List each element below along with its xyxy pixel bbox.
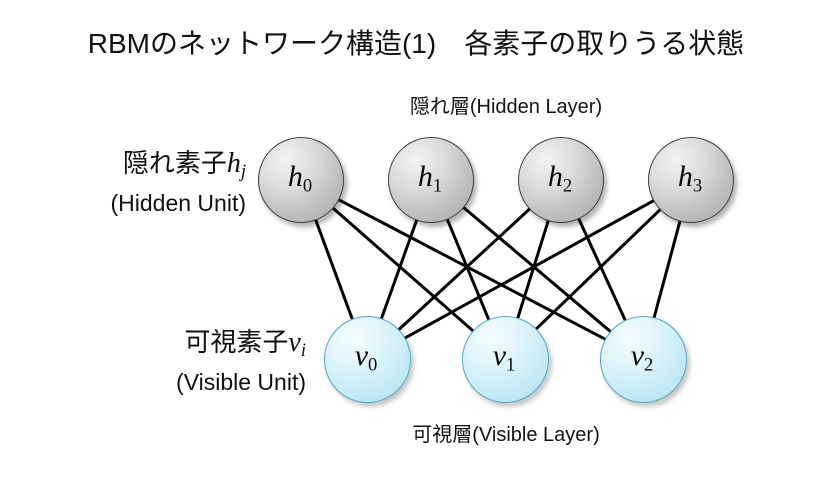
edge-h3-v0 [403, 199, 655, 340]
visible-node-subscript-v2: 2 [644, 354, 654, 376]
edge-h2-v1 [516, 219, 550, 319]
edge-h0-v1 [331, 206, 474, 332]
hidden-node-subscript-h1: 1 [432, 175, 443, 197]
hidden-node-h2[interactable]: h2 [518, 137, 604, 223]
hidden-node-h0[interactable]: h0 [258, 137, 344, 223]
visible-unit-label-jp: 可視素子vi [16, 325, 306, 367]
hidden-node-symbol-h2: h [547, 160, 563, 194]
visible-node-subscript-v1: 1 [506, 354, 516, 376]
hidden-node-label-h2: h2 [548, 160, 572, 198]
visible-unit-label: 可視素子vi (Visible Unit) [16, 325, 306, 397]
visible-node-v1[interactable]: v1 [461, 315, 549, 403]
hidden-node-symbol-h3: h [677, 160, 693, 194]
hidden-node-label-h3: h3 [678, 160, 702, 198]
edge-h1-v2 [462, 206, 612, 333]
visible-node-v0[interactable]: v0 [323, 315, 411, 403]
hidden-node-label-h0: h0 [288, 160, 312, 198]
visible-node-label-v2: v2 [631, 339, 654, 377]
edge-h3-v2 [652, 220, 682, 319]
visible-node-symbol-v2: v [630, 339, 645, 373]
visible-node-v2[interactable]: v2 [599, 315, 687, 403]
visible-unit-symbol-base: v [288, 327, 301, 358]
hidden-unit-label: 隠れ素子hj (Hidden Unit) [6, 146, 247, 218]
edge-h3-v1 [534, 208, 662, 331]
visible-node-subscript-v0: 0 [368, 354, 378, 376]
hidden-unit-label-en: (Hidden Unit) [110, 190, 247, 217]
edge-h1-v1 [445, 218, 490, 321]
hidden-unit-symbol: hj [226, 148, 246, 182]
hidden-node-subscript-h2: 2 [562, 175, 573, 197]
hidden-node-h1[interactable]: h1 [388, 137, 474, 223]
hidden-unit-symbol-subscript: j [240, 161, 246, 182]
edge-h0-v0 [314, 218, 354, 320]
visible-node-symbol-v0: v [354, 339, 369, 373]
visible-unit-label-en: (Visible Unit) [176, 369, 306, 396]
edge-h1-v0 [380, 218, 419, 320]
hidden-node-subscript-h0: 0 [302, 175, 313, 197]
hidden-node-subscript-h3: 3 [692, 175, 703, 197]
visible-unit-label-jp-text: 可視素子 [184, 327, 289, 357]
hidden-node-label-h1: h1 [418, 160, 442, 198]
visible-node-symbol-v1: v [492, 339, 507, 373]
visible-node-label-v1: v1 [493, 339, 516, 377]
page-title: RBMのネットワーク構造(1) 各素子の取りうる状態 [87, 28, 745, 59]
visible-unit-symbol-subscript: i [300, 340, 306, 361]
edge-h2-v0 [397, 207, 531, 332]
visible-node-label-v0: v0 [355, 339, 378, 377]
edge-group [314, 198, 682, 341]
hidden-unit-label-jp: 隠れ素子hj [6, 146, 246, 188]
edge-h0-v2 [337, 198, 606, 341]
visible-unit-symbol: vi [288, 327, 306, 361]
hidden-unit-label-jp-text: 隠れ素子 [122, 148, 227, 178]
visible-layer-caption: 可視層(Visible Layer) [412, 424, 600, 446]
hidden-node-symbol-h0: h [287, 160, 303, 194]
hidden-layer-caption: 隠れ層(Hidden Layer) [409, 96, 603, 118]
hidden-node-symbol-h1: h [417, 160, 433, 194]
hidden-node-h3[interactable]: h3 [648, 137, 734, 223]
hidden-unit-symbol-base: h [226, 148, 241, 179]
edge-h2-v2 [577, 217, 627, 321]
